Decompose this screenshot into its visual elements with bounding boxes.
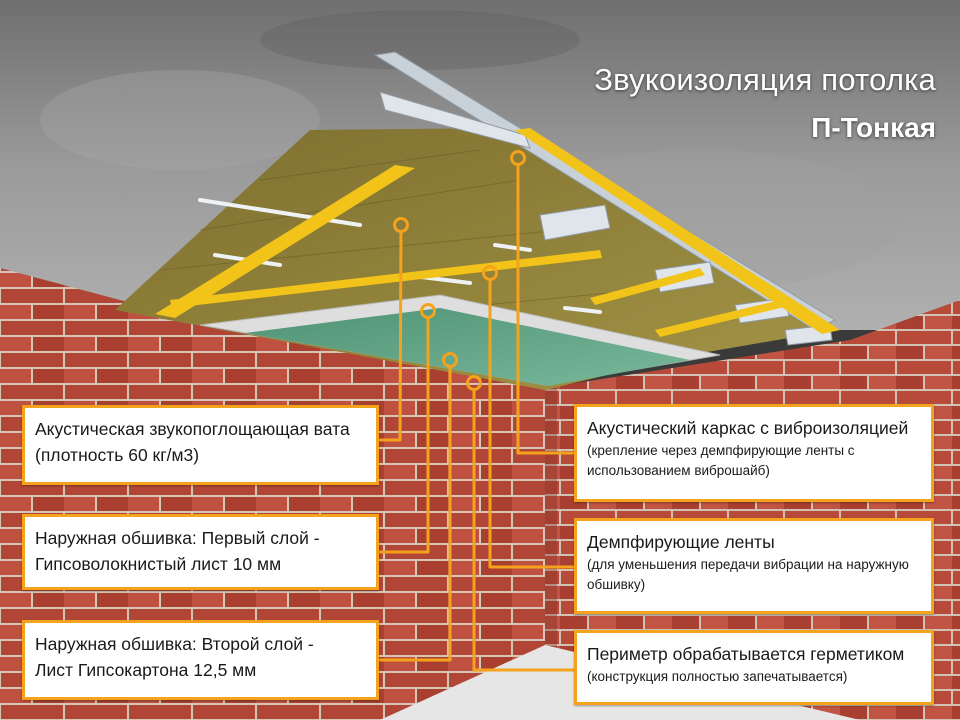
callout-first-layer: Наружная обшивка: Первый слой - Гипсовол… — [22, 514, 379, 590]
diagram-title: Звукоизоляция потолка — [594, 62, 936, 97]
callout-acoustic-frame: Акустический каркас с виброизоляцией (кр… — [574, 404, 934, 502]
callout-frame-sub1: (крепление через демпфирующие ленты с — [587, 443, 855, 458]
callout-damping-tapes: Демпфирующие ленты (для уменьшения перед… — [574, 518, 934, 614]
drywall-sheet — [245, 308, 690, 386]
callout-layer1-line1: Наружная обшивка: Первый слой - — [35, 528, 320, 548]
leader-lines — [378, 165, 575, 672]
callout-perimeter-sealant: Периметр обрабатывается герметиком (конс… — [574, 630, 934, 705]
leader-markers — [393, 150, 526, 391]
callout-layer2-line1: Наружная обшивка: Второй слой - — [35, 634, 314, 654]
brick-wall-left — [0, 268, 545, 720]
diagram-subtitle: П-Тонкая — [811, 112, 936, 143]
callout-frame-main: Акустический каркас с виброизоляцией — [587, 418, 909, 438]
callout-perimeter-main: Периметр обрабатывается герметиком — [587, 644, 905, 664]
callout-layer2-line2: Лист Гипсокартона 12,5 мм — [35, 660, 257, 680]
callout-acoustic-wool: Акустическая звукопоглощающая вата (плот… — [22, 405, 379, 485]
callout-frame-sub2: использованием виброшайб) — [587, 463, 770, 478]
callout-wool-line2: (плотность 60 кг/м3) — [35, 445, 200, 465]
callout-tapes-sub2: обшивку) — [587, 577, 646, 592]
metal-profile-rails — [198, 198, 602, 314]
callout-tapes-main: Демпфирующие ленты — [587, 532, 775, 552]
callout-layer1-line2: Гипсоволокнистый лист 10 мм — [35, 554, 282, 574]
damping-tapes — [155, 128, 840, 337]
callout-perimeter-sub1: (конструкция полностью запечатывается) — [587, 669, 848, 684]
callout-wool-line1: Акустическая звукопоглощающая вата — [35, 419, 350, 439]
callout-tapes-sub1: (для уменьшения передачи вибрации на нар… — [587, 557, 909, 572]
metal-profile-main-side — [379, 91, 531, 149]
callout-second-layer: Наружная обшивка: Второй слой - Лист Гип… — [22, 620, 379, 700]
